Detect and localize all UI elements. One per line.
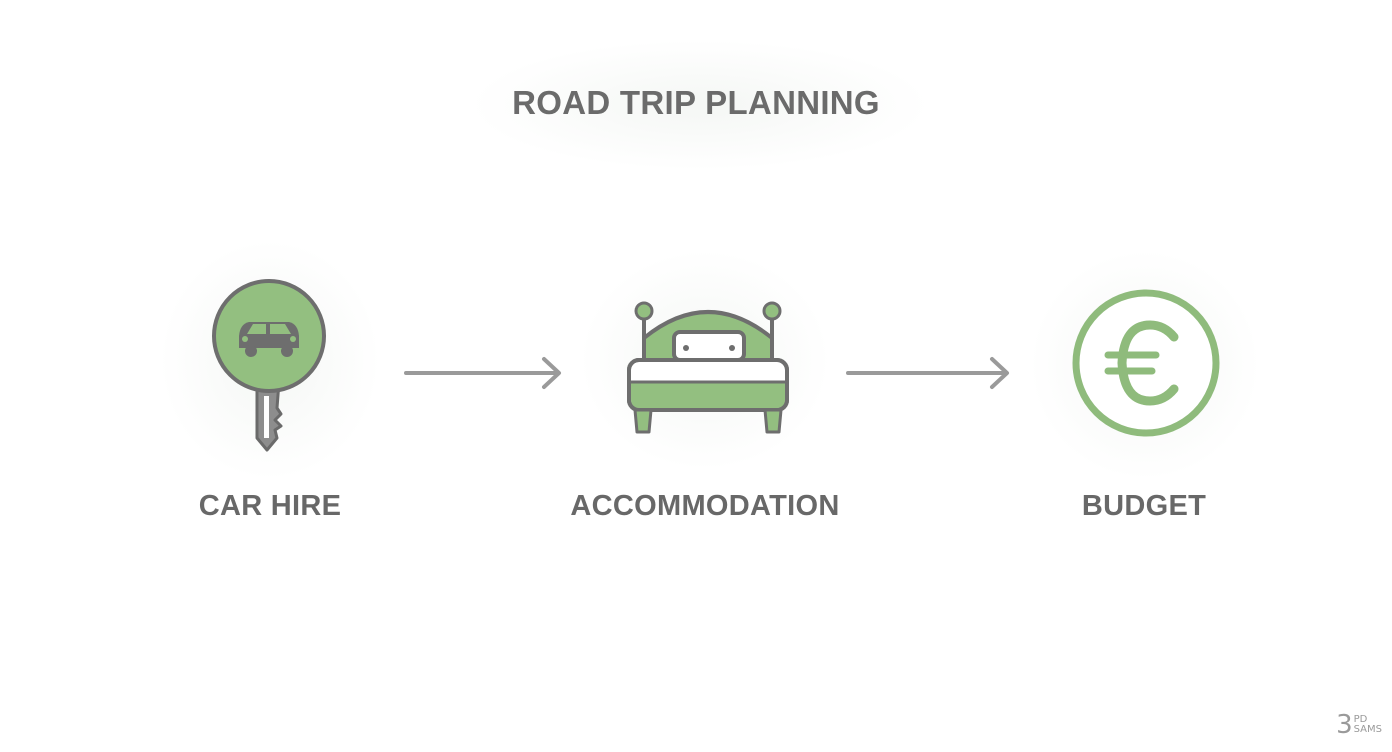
car-key-icon <box>212 279 326 452</box>
watermark-logo: 3 PD SAMS <box>1336 712 1382 738</box>
euro-coin-icon <box>1072 289 1220 437</box>
watermark-number: 3 <box>1336 710 1353 740</box>
diagram-title: ROAD TRIP PLANNING <box>512 84 880 121</box>
step-label-budget: BUDGET <box>1081 490 1207 522</box>
bed-icon <box>627 301 789 434</box>
step-label-accommodation: ACCOMMODATION <box>570 490 840 522</box>
step-label-car-hire: CAR HIRE <box>198 490 342 522</box>
title-glow <box>470 40 930 170</box>
arrow-right-icon <box>404 357 561 389</box>
arrow-right-icon <box>846 357 1009 389</box>
watermark-line2: SAMS <box>1353 724 1382 735</box>
watermark-line1: PD <box>1353 714 1368 725</box>
